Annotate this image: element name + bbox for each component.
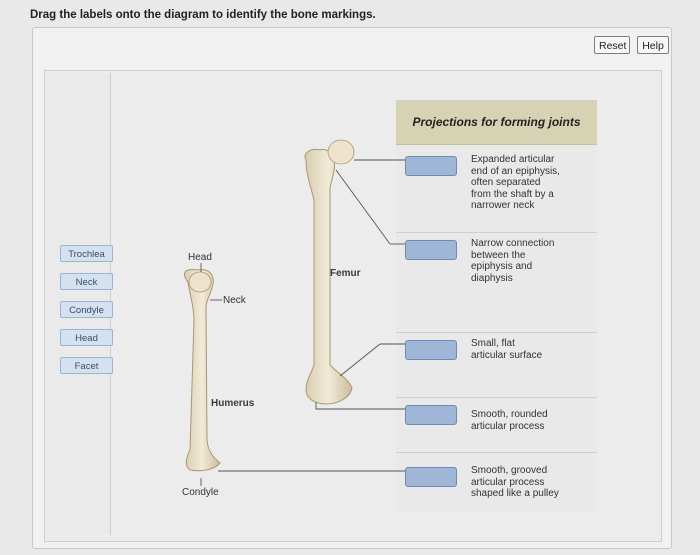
description-4: Smooth, rounded articular process <box>471 409 548 432</box>
row-separator <box>396 232 597 233</box>
drop-zone-3[interactable] <box>405 340 457 360</box>
humerus-bone <box>183 269 221 472</box>
drop-zone-1[interactable] <box>405 156 457 176</box>
label-chip-facet[interactable]: Facet <box>60 357 113 374</box>
row-separator <box>396 397 597 398</box>
drop-zone-2[interactable] <box>405 240 457 260</box>
instruction-text: Drag the labels onto the diagram to iden… <box>30 9 376 21</box>
row-separator <box>396 332 597 333</box>
description-5: Smooth, grooved articular process shaped… <box>471 465 559 499</box>
diagram-label-condyle: Condyle <box>182 487 219 498</box>
diagram-label-humerus: Humerus <box>211 398 255 409</box>
label-chip-trochlea[interactable]: Trochlea <box>60 245 113 262</box>
diagram-label-neck: Neck <box>223 295 246 306</box>
table-header: Projections for forming joints <box>396 100 597 145</box>
drop-zone-5[interactable] <box>405 467 457 487</box>
leader-lines <box>200 159 405 486</box>
reset-button[interactable]: Reset <box>594 36 630 54</box>
description-1: Expanded articular end of an epiphysis, … <box>471 154 560 211</box>
diagram-label-femur: Femur <box>330 268 361 279</box>
diagram-label-head: Head <box>188 252 212 263</box>
description-2: Narrow connection between the epiphysis … <box>471 238 555 284</box>
help-button[interactable]: Help <box>637 36 669 54</box>
label-chip-neck[interactable]: Neck <box>60 273 113 290</box>
row-separator <box>396 452 597 453</box>
label-chip-condyle[interactable]: Condyle <box>60 301 113 318</box>
drop-zone-4[interactable] <box>405 405 457 425</box>
femur-bone <box>304 139 355 405</box>
label-chip-head[interactable]: Head <box>60 329 113 346</box>
description-3: Small, flat articular surface <box>471 338 543 361</box>
